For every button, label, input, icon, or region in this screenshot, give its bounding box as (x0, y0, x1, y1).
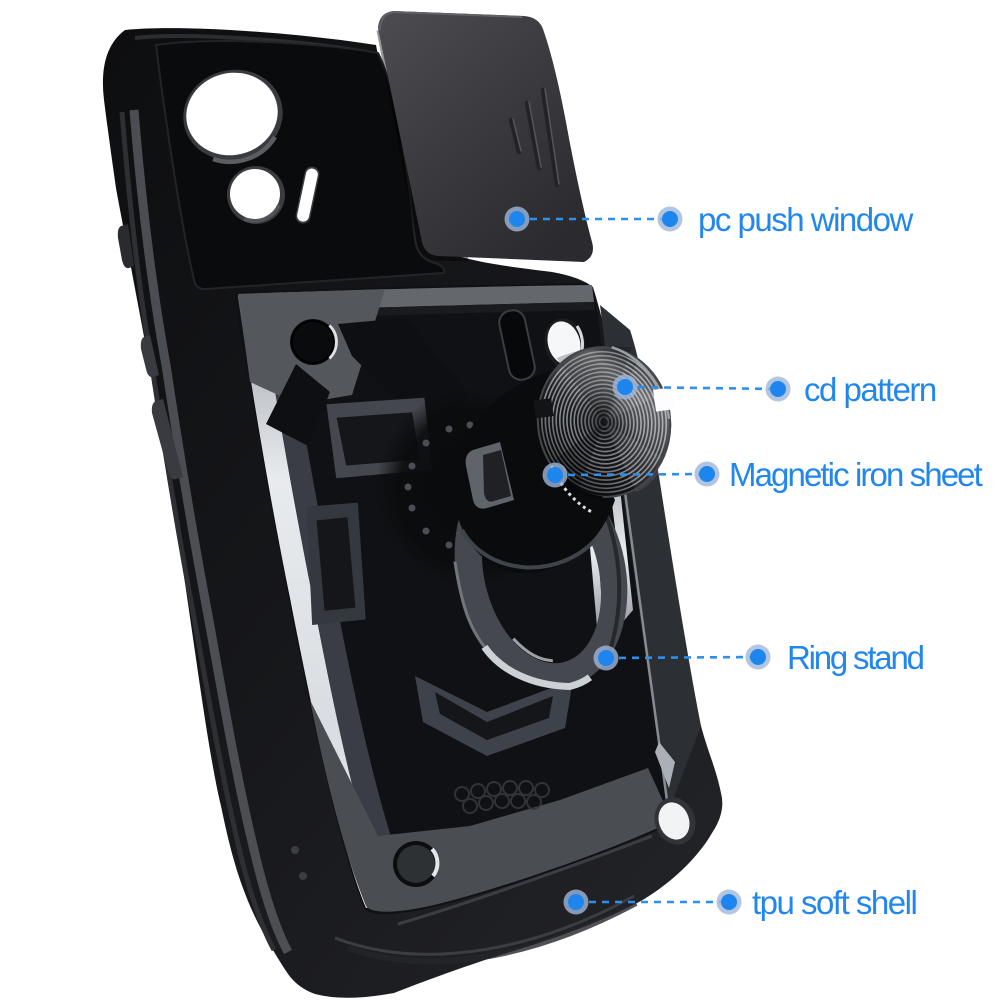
svg-text:cd pattern: cd pattern (804, 371, 936, 408)
svg-text:Ring stand: Ring stand (787, 639, 924, 676)
svg-text:tpu soft shell: tpu soft shell (752, 884, 916, 921)
svg-text:pc push window: pc push window (698, 201, 913, 238)
svg-text:Magnetic iron sheet: Magnetic iron sheet (729, 456, 983, 493)
